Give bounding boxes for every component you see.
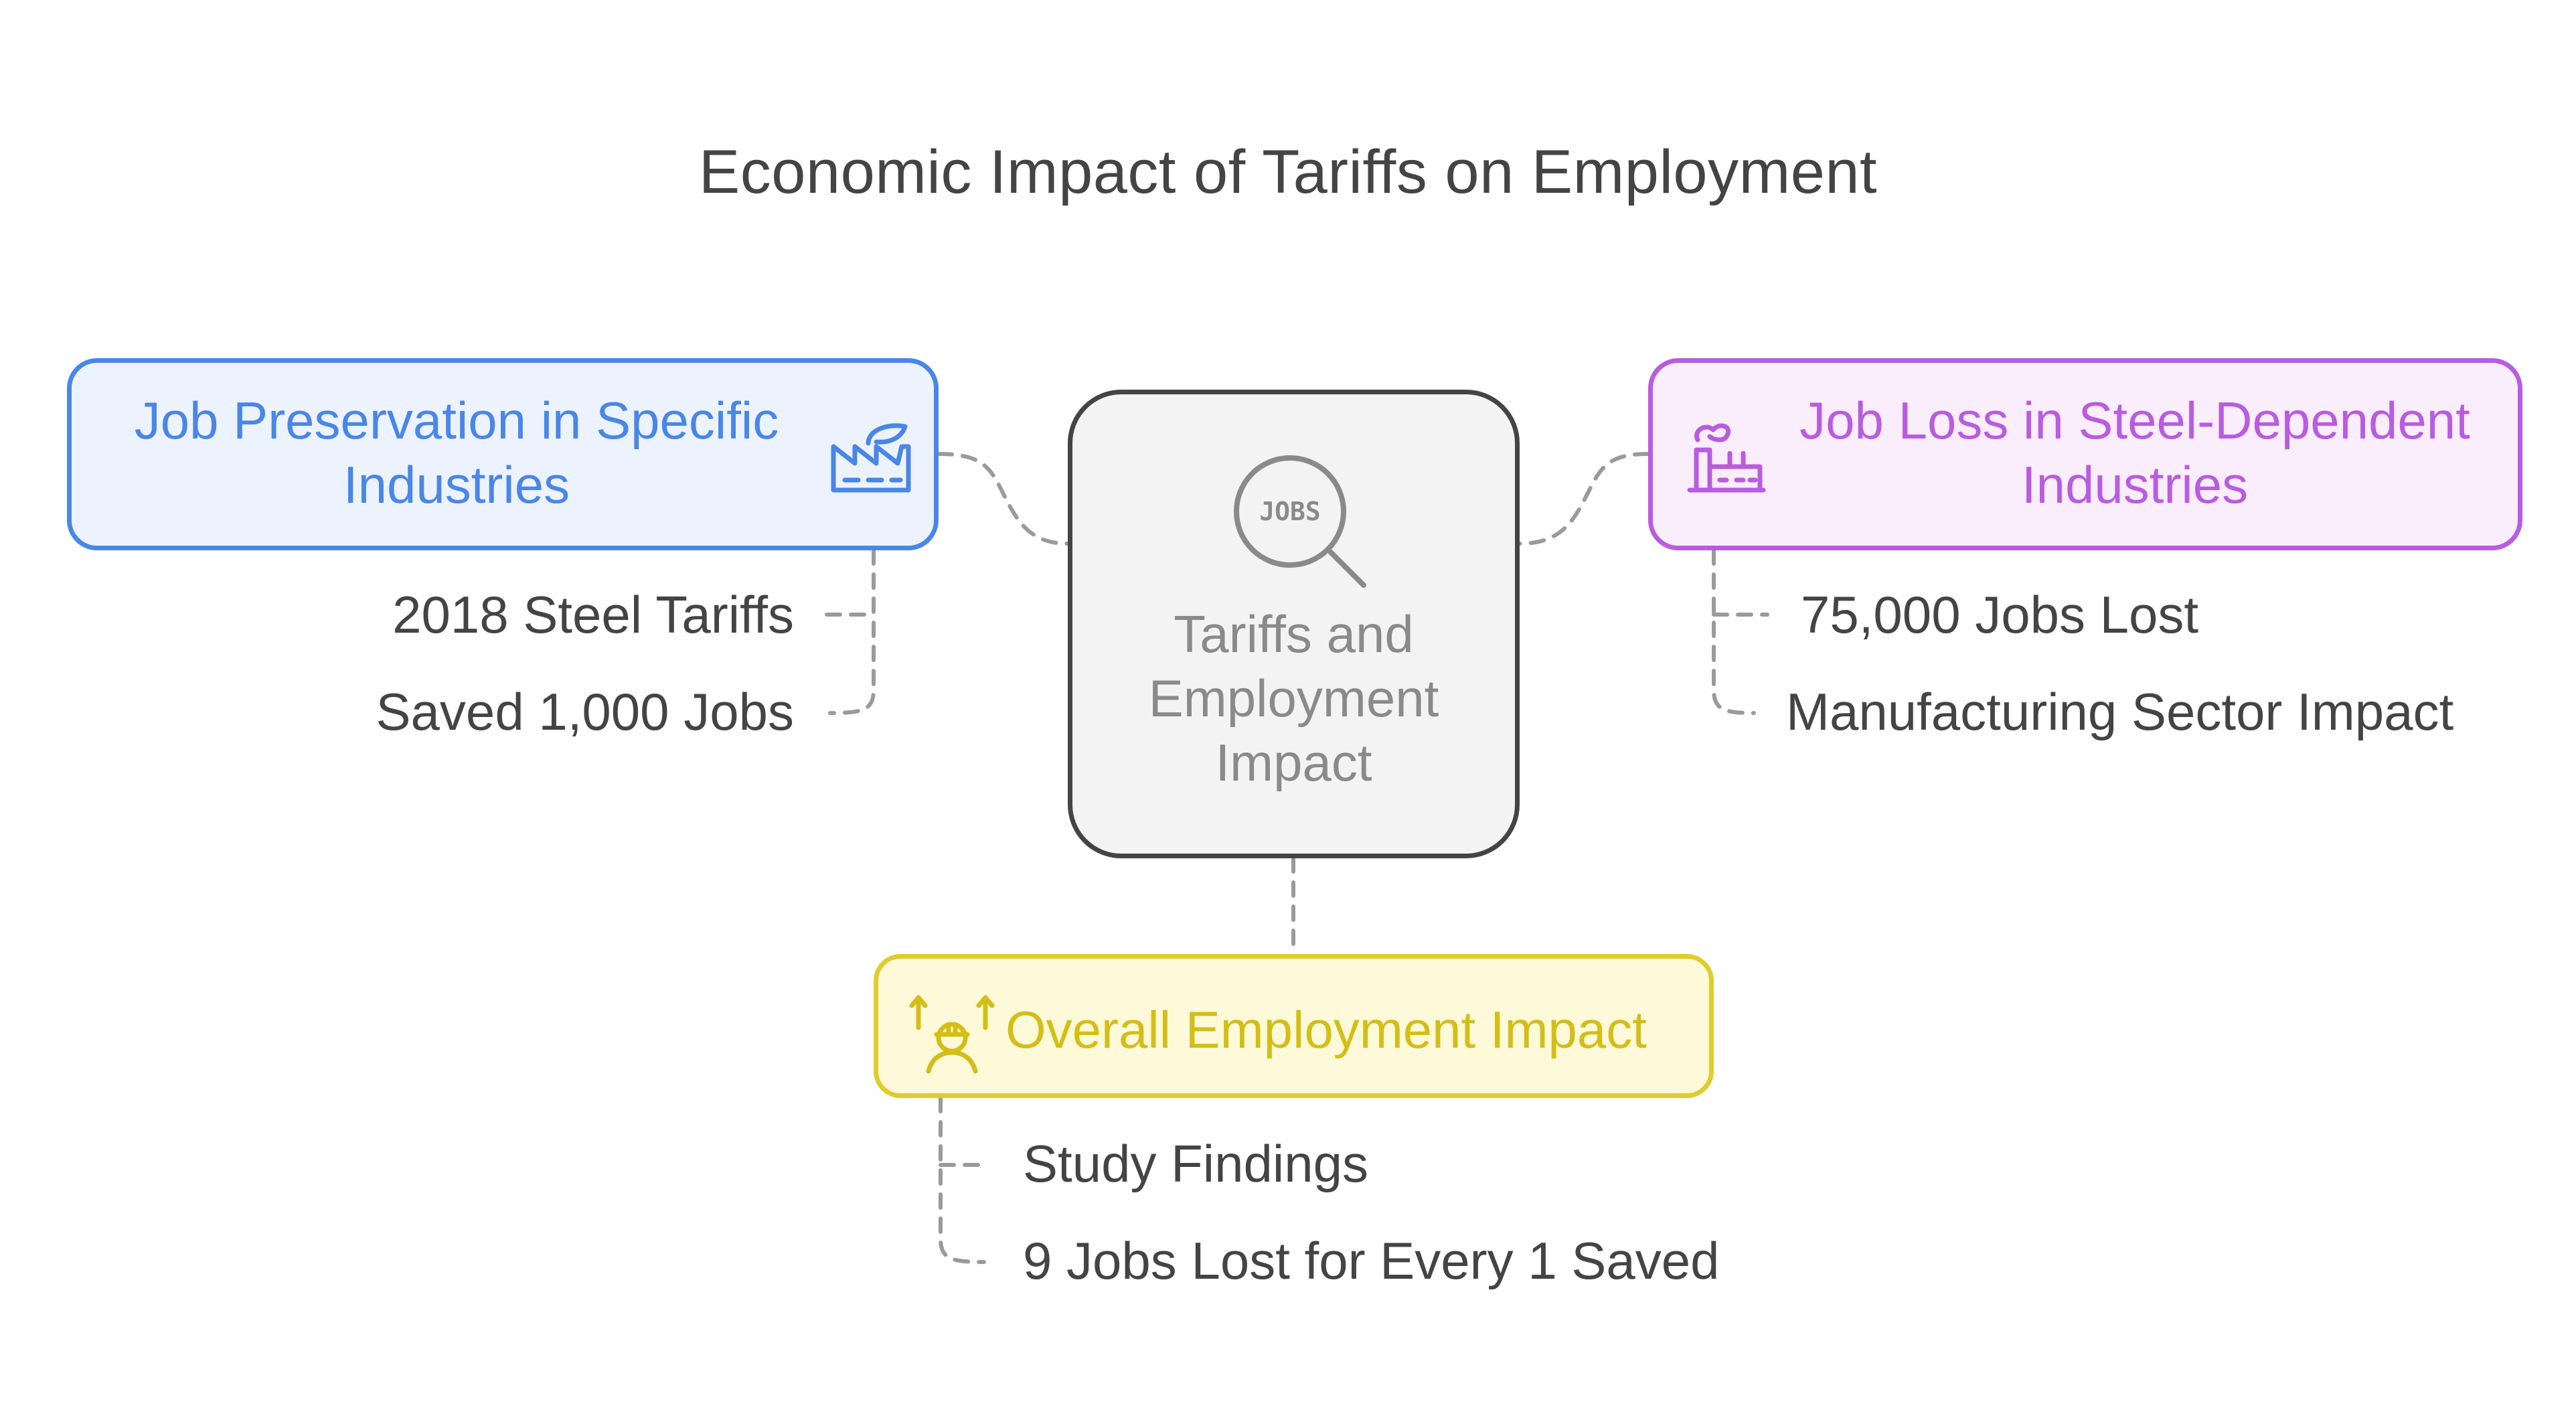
center-label-line: Impact bbox=[1215, 733, 1372, 792]
node-label-line: Overall Employment Impact bbox=[1005, 1000, 1647, 1059]
node-label-line: Industries bbox=[343, 455, 570, 514]
connector-right-center bbox=[1518, 452, 1650, 546]
connector-right-details bbox=[1712, 548, 1756, 715]
connector-bottom-details bbox=[939, 1096, 986, 1264]
center-label-line: Tariffs and bbox=[1174, 605, 1414, 663]
detail-jobs-lost: 75,000 Jobs Lost bbox=[1801, 585, 2199, 644]
node-overall-employment-impact[interactable]: Overall Employment Impact bbox=[874, 954, 1714, 1098]
detail-manufacturing-impact: Manufacturing Sector Impact bbox=[1786, 682, 2454, 741]
detail-study-findings: Study Findings bbox=[1023, 1134, 1368, 1193]
node-label-line: Job Loss in Steel-Dependent bbox=[1799, 391, 2470, 450]
connector-left-details bbox=[828, 548, 876, 715]
detail-saved-jobs: Saved 1,000 Jobs bbox=[376, 682, 794, 741]
node-label-line: Industries bbox=[2021, 455, 2249, 514]
worker-growth-icon bbox=[909, 995, 995, 1074]
node-tariffs-employment-impact[interactable]: JOBS Tariffs and Employment Impact bbox=[1068, 390, 1520, 858]
jobs-magnifier-icon: JOBS bbox=[1234, 455, 1366, 588]
diagram-title: Economic Impact of Tariffs on Employment bbox=[698, 138, 1878, 206]
node-job-loss[interactable]: Job Loss in Steel-Dependent Industries bbox=[1648, 358, 2522, 550]
node-job-preservation[interactable]: Job Preservation in Specific Industries bbox=[67, 358, 939, 550]
connector-left-center bbox=[937, 452, 1070, 546]
detail-jobs-ratio: 9 Jobs Lost for Every 1 Saved bbox=[1023, 1231, 1720, 1290]
industrial-plant-icon bbox=[1687, 423, 1766, 493]
detail-steel-tariffs: 2018 Steel Tariffs bbox=[392, 585, 794, 644]
node-label-line: Job Preservation in Specific bbox=[134, 391, 779, 450]
center-label-line: Employment bbox=[1148, 669, 1439, 728]
factory-icon bbox=[831, 423, 911, 493]
svg-text:JOBS: JOBS bbox=[1259, 497, 1321, 526]
